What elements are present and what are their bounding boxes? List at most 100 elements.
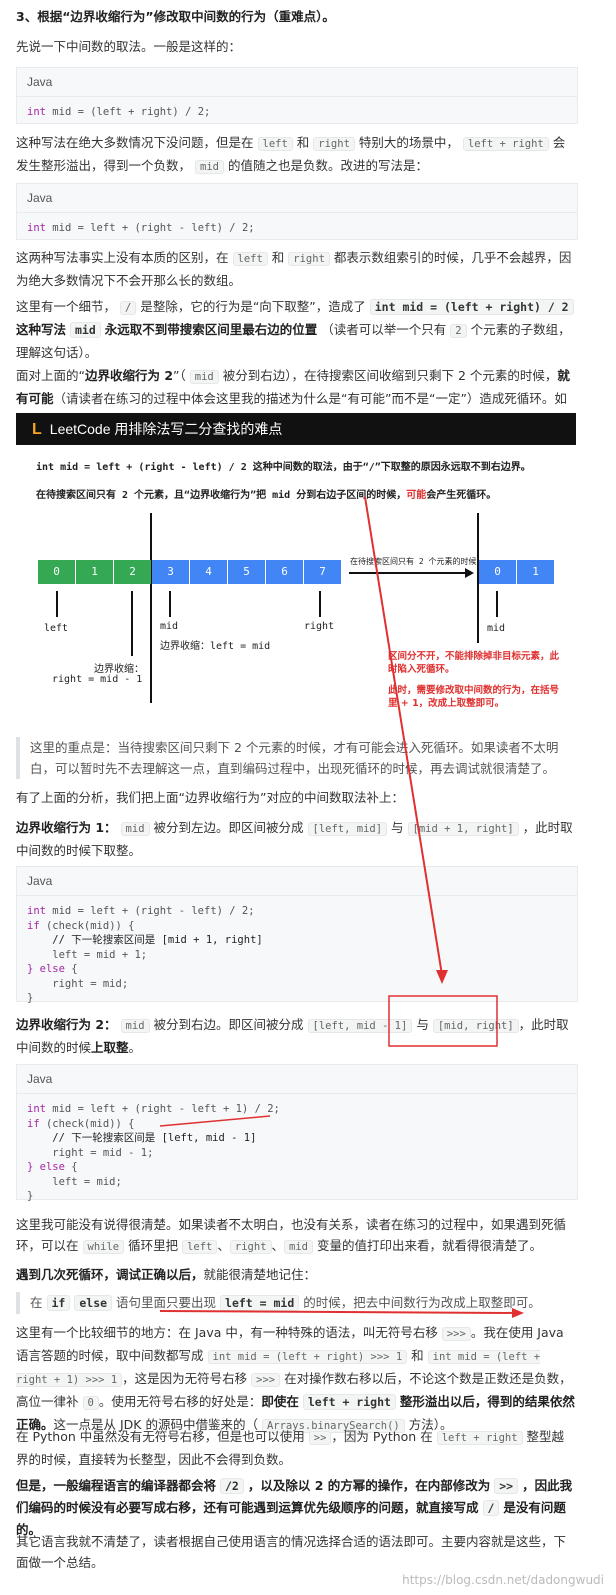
inline-code: int mid = (left + right) / 2 bbox=[369, 299, 574, 315]
text: 循环里把 bbox=[128, 1238, 179, 1253]
text: 和 bbox=[411, 1348, 424, 1363]
transition-arrow bbox=[349, 572, 469, 574]
inline-code: >>> bbox=[441, 1327, 471, 1341]
text: 都表示数组索引的时候，几乎不会越界，因为绝大多数情况下不会开那么长的数组。 bbox=[16, 250, 572, 288]
divider-line bbox=[150, 513, 152, 703]
heading-text: 3、根据“边界收缩行为”修改取中间数的行为（重难点）。 bbox=[16, 9, 335, 24]
code-lang-label: Java bbox=[17, 68, 577, 97]
blockquote-1: 这里的重点是：当待搜索区间只剩下 2 个元素的时候，才有可能会进入死循环。如果读… bbox=[16, 737, 582, 779]
text: 被分到右边。即区间被分成 bbox=[153, 1017, 304, 1032]
diagram-text: 在待搜索区间只有 2 个元素，且“边界收缩行为”把 mid 分到右边子区间的时候… bbox=[36, 490, 407, 501]
watermark: https://blog.csdn.net/dadongwudi bbox=[402, 1573, 604, 1587]
bold-text: ，因此我们编码的时候没有必要写成右移，还有可能遇到运算优先级顺序的问题，就直接写… bbox=[16, 1478, 573, 1515]
array-cell: 5 bbox=[228, 560, 265, 584]
divider-line-2 bbox=[477, 513, 479, 643]
array-cell: 1 bbox=[517, 560, 554, 584]
inline-code: 2 bbox=[450, 324, 467, 338]
code-comment: // 下一轮搜索区间是 [mid + 1, right] bbox=[27, 934, 263, 946]
text: 整型越界的时候，直接转为长整型，因此不会得到负数。 bbox=[16, 1429, 565, 1467]
code-line: right = mid - 1; bbox=[27, 1146, 154, 1159]
text: 、 bbox=[271, 1238, 285, 1253]
text: 在对操作数右移以后，不论这个数是正数还是负数，高位一律补 bbox=[16, 1371, 572, 1409]
text: 语句里面只要出现 bbox=[116, 1295, 217, 1310]
quote-text: 这里的重点是：当待搜索区间只剩下 2 个元素的时候，才有可能会进入死循环。如果读… bbox=[30, 740, 559, 776]
blockquote-2: 在 if else 语句里面只要出现 left = mid 的时候，把去中间数行… bbox=[16, 1292, 582, 1314]
code-line: left = mid + 1; bbox=[27, 948, 148, 961]
label-shrink-2a: 边界收缩： bbox=[94, 664, 144, 675]
inline-code: [left, mid] bbox=[307, 822, 388, 836]
code-line: } bbox=[27, 1190, 34, 1202]
banner-title: LeetCode 用排除法写二分查找的难点 bbox=[49, 421, 283, 437]
diagram-line-1: int mid = left + (right - left) / 2 这种中间… bbox=[36, 462, 531, 473]
text: 。我在使用 Java 语言答题的时候，取中间数都写成 bbox=[16, 1325, 564, 1363]
python-paragraph: 在 Python 中虽然没有无符号右移，但是也可以使用 >>，因为 Python… bbox=[16, 1426, 576, 1470]
inline-code: right bbox=[313, 137, 355, 151]
red-note-1: 区间分不开，不能排除掉非目标元素，此时陷入死循环。 bbox=[388, 651, 560, 675]
text: 。 bbox=[128, 1040, 142, 1055]
inline-code: mid bbox=[189, 370, 219, 384]
behavior-1-paragraph: 边界收缩行为 1： mid 被分到左边。即区间被分成 [left, mid] 与… bbox=[16, 817, 576, 861]
end-paragraph: 其它语言我就不清楚了，读者根据自己使用语言的情况选择合适的语法即可。主要内容就是… bbox=[16, 1531, 576, 1573]
code-text: mid = left + (right - left) / 2; bbox=[52, 222, 255, 234]
code-block-2[interactable]: Java int mid = left + (right - left) / 2… bbox=[16, 183, 578, 240]
inline-code: while bbox=[82, 1240, 125, 1254]
inline-code: >> bbox=[494, 1478, 519, 1494]
up-arrow-shrink bbox=[131, 591, 133, 656]
code-line: int mid = (left + right) / 2; bbox=[27, 106, 211, 118]
text: 个元素的子数组，理解这句话）。 bbox=[16, 322, 571, 360]
text: ，这是因为无符号右移 bbox=[122, 1371, 248, 1386]
code-block-3[interactable]: Java int mid = left + (right - left) / 2… bbox=[16, 866, 578, 1004]
inline-code: >>> bbox=[251, 1373, 281, 1387]
inline-code: left bbox=[232, 252, 268, 266]
text: （读者可以举一个只有 bbox=[321, 322, 447, 337]
text: 的时候，把去中间数行为改成上取整即可。 bbox=[303, 1295, 541, 1310]
keyword: } else bbox=[27, 963, 65, 975]
meet-paragraph: 遇到几次死循环，调试正确以后，就能很清楚地记住： bbox=[16, 1264, 576, 1285]
text: 面对上面的“ bbox=[16, 368, 85, 383]
array-cell: 2 bbox=[114, 560, 151, 584]
code-block-4[interactable]: Java int mid = left + (right - left + 1)… bbox=[16, 1064, 578, 1202]
inline-code: [mid + 1, right] bbox=[407, 822, 519, 836]
text: 被分到右边），在待搜索区间收缩到只剩下 2 个元素的时候， bbox=[222, 368, 558, 383]
inline-code: left + right bbox=[436, 1431, 523, 1445]
array-cell: 1 bbox=[76, 560, 113, 584]
text: 这一点是从 JDK 的源码中借鉴来的（ bbox=[53, 1417, 258, 1432]
bold-text: 上取整 bbox=[91, 1040, 129, 1055]
text: 是整除，它的行为是“向下取整”，造成了 bbox=[140, 299, 366, 314]
text: 和 bbox=[271, 250, 285, 265]
bold-text: ，以及除以 2 的方幂的操作，在内部修改为 bbox=[247, 1478, 491, 1493]
text: 这里我可能没有说得很清楚。如果读者不太明白，也没有关系，读者在练习的过程中，如果… bbox=[16, 1217, 567, 1253]
text: 其它语言我就不清楚了，读者根据自己使用语言的情况选择合适的语法即可。主要内容就是… bbox=[16, 1534, 567, 1570]
code-line: } bbox=[27, 992, 34, 1004]
code-text: mid = (left + right) / 2; bbox=[52, 106, 211, 118]
array-cell: 3 bbox=[152, 560, 189, 584]
after-paragraph: 有了上面的分析，我们把上面“边界收缩行为”对应的中间数取法补上： bbox=[16, 787, 576, 808]
inline-code: left bbox=[257, 137, 293, 151]
inline-code: else bbox=[74, 1295, 113, 1311]
inline-code: left + right bbox=[302, 1394, 396, 1410]
label-mid-2: mid bbox=[487, 623, 506, 634]
inline-code: if bbox=[46, 1295, 71, 1311]
inline-code: Arrays.binarySearch() bbox=[261, 1419, 405, 1433]
code-line: if (check(mid)) { bbox=[27, 1117, 135, 1130]
code-line: int mid = left + (right - left) / 2; bbox=[27, 222, 255, 234]
code-comment: // 下一轮搜索区间是 [left, mid - 1] bbox=[27, 1132, 257, 1144]
array-cell: 6 bbox=[266, 560, 303, 584]
code-block-1[interactable]: Java int mid = (left + right) / 2; bbox=[16, 67, 578, 124]
detail-paragraph: 这里有一个细节， / 是整除，它的行为是“向下取整”，造成了 int mid =… bbox=[16, 296, 576, 363]
bold-text: 就有可能 bbox=[16, 368, 570, 406]
inline-code: >> bbox=[308, 1431, 332, 1445]
intro-text: 先说一下中间数的取法。一般是这样的： bbox=[16, 39, 242, 54]
text: 被分到左边。即区间被分成 bbox=[153, 820, 304, 835]
inline-code: left bbox=[182, 1240, 218, 1254]
text: 与 bbox=[416, 1017, 429, 1032]
label-mid-shrink: 边界收缩：left = mid bbox=[160, 641, 271, 652]
inline-code: /2 bbox=[220, 1478, 244, 1494]
text: ，因为 Python 在 bbox=[331, 1429, 433, 1444]
code-line: // 下一轮搜索区间是 [mid + 1, right] bbox=[27, 933, 567, 948]
text: 、 bbox=[217, 1238, 230, 1253]
arrow-head-icon bbox=[465, 568, 474, 578]
text: 变量的值打印出来看，就看得很清楚了。 bbox=[316, 1238, 542, 1253]
